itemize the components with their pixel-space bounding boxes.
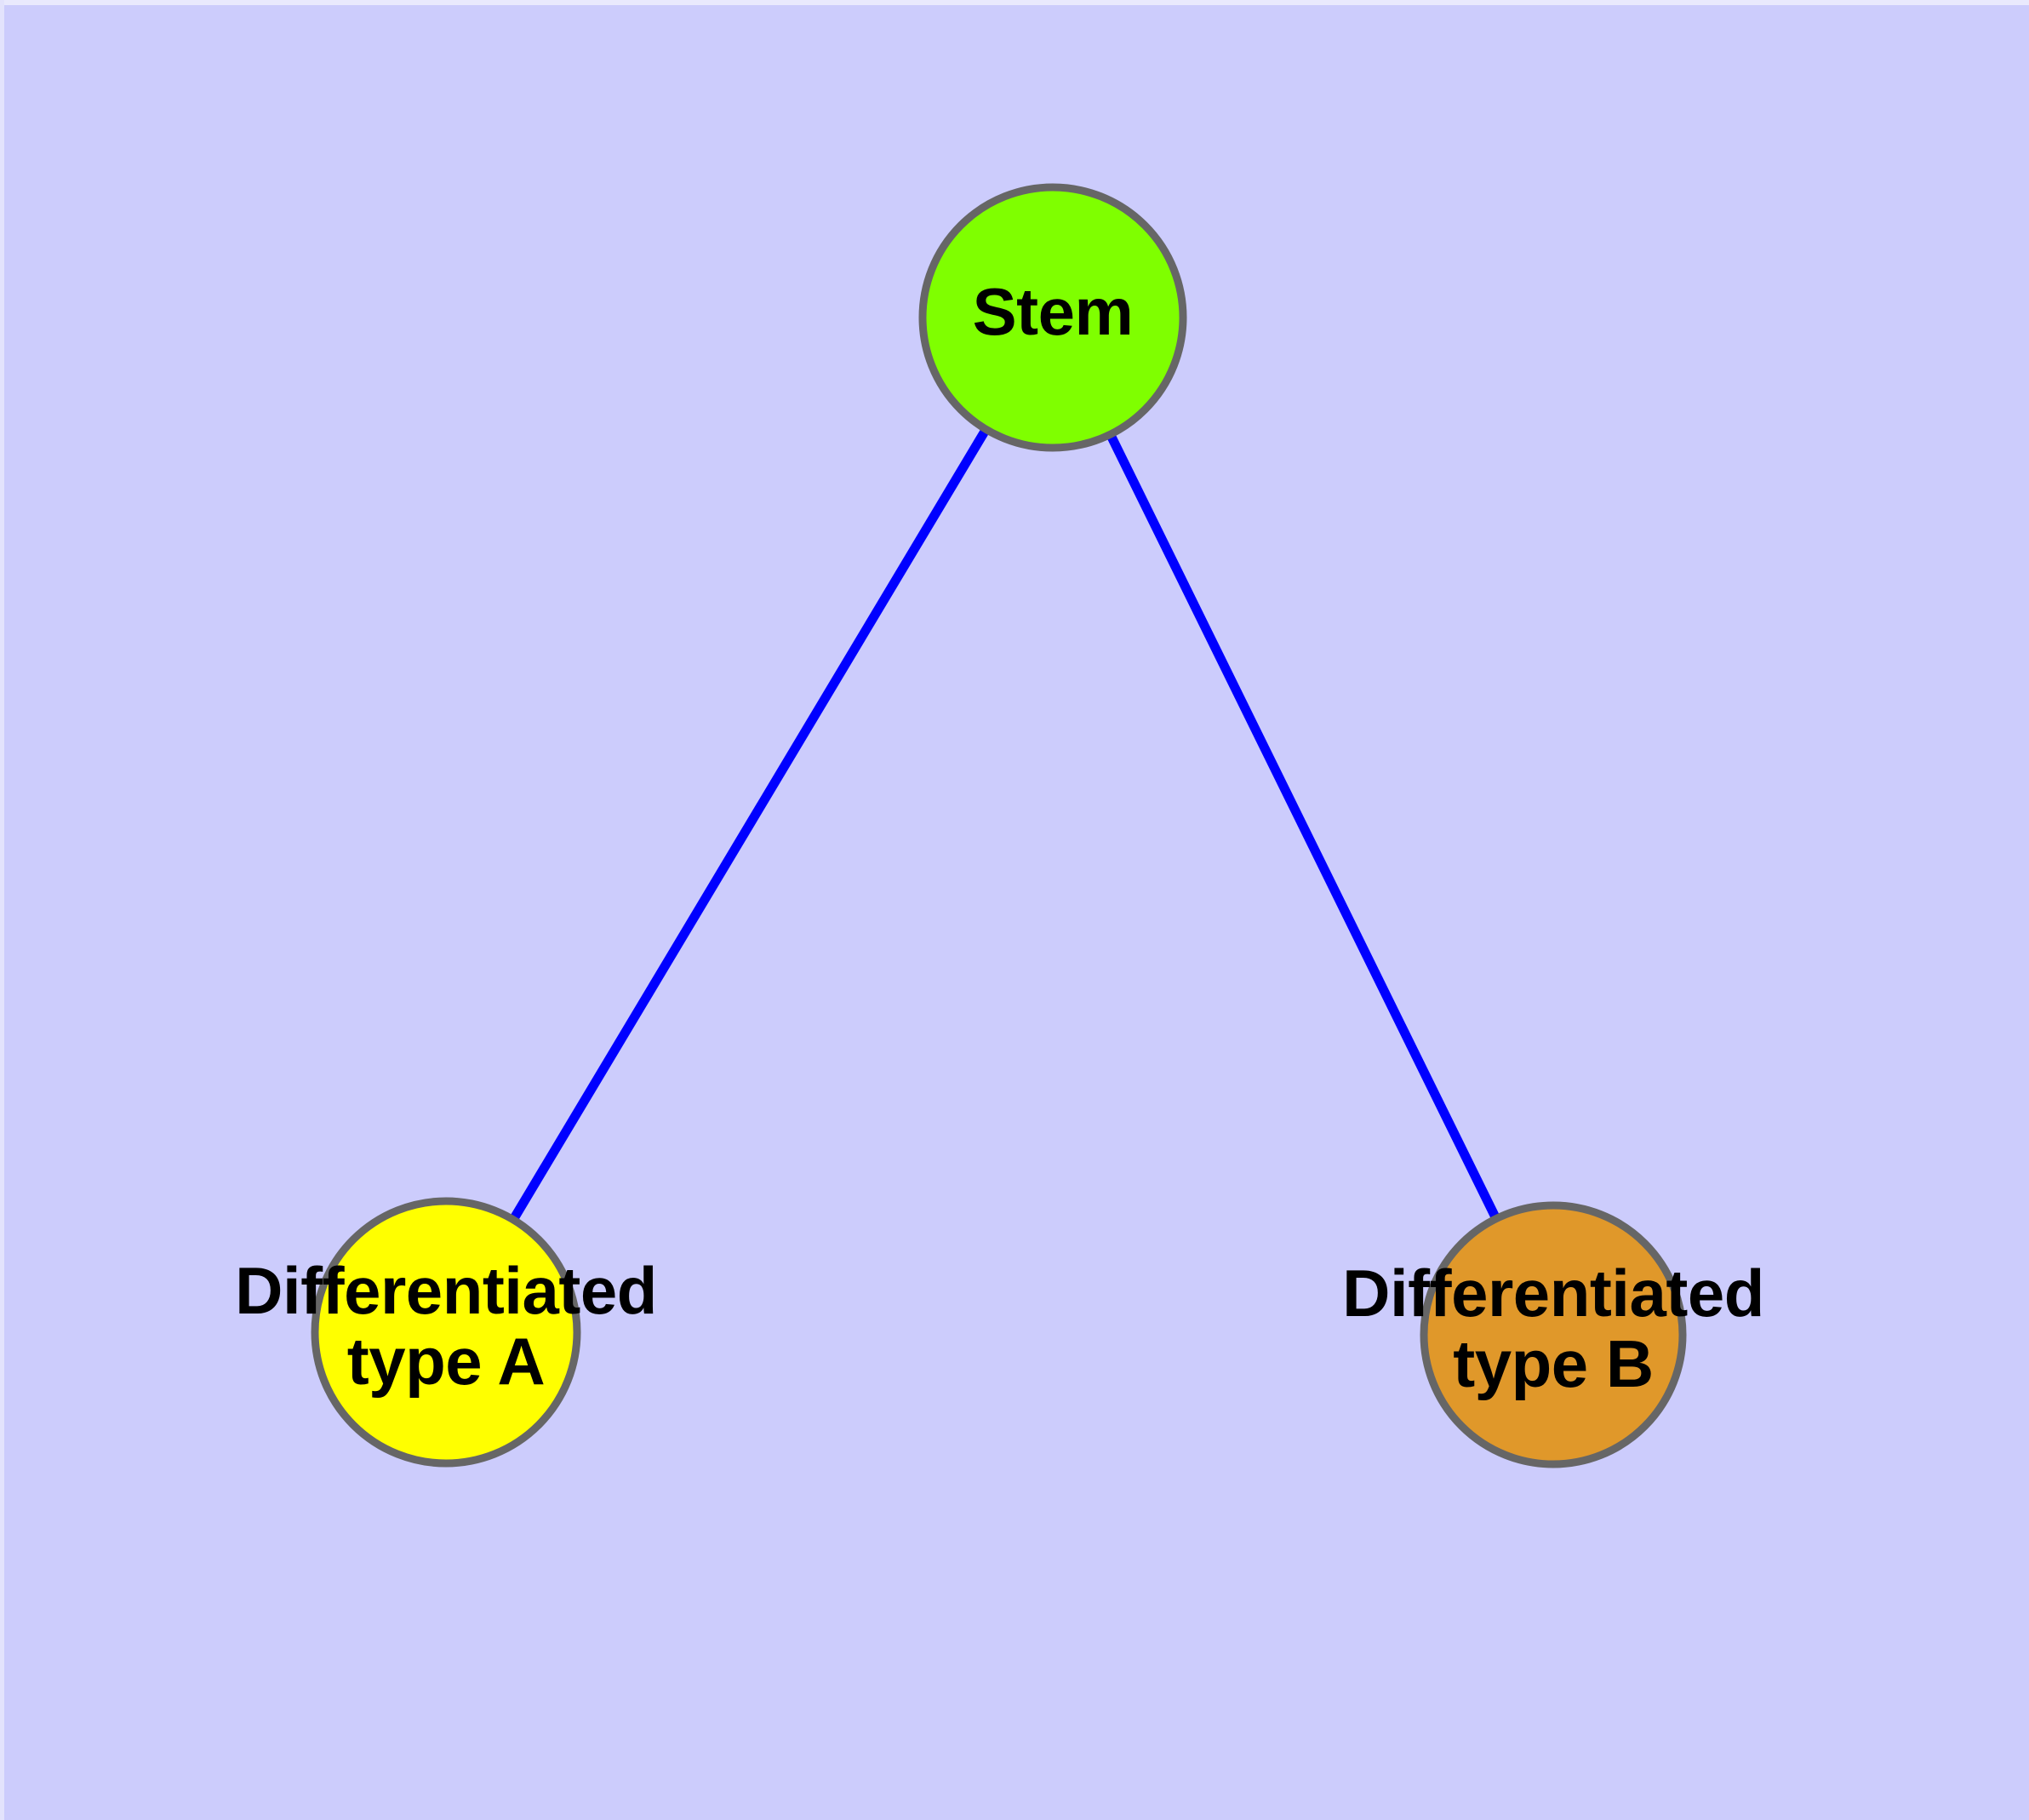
canvas-left-edge [0,0,4,1820]
graph-node-diff-b[interactable] [1420,1201,1687,1468]
graph-node-diff-a[interactable] [311,1197,581,1468]
graph-edge-stem-to-diff-b[interactable] [1106,433,1500,1220]
edge-layer [510,428,1500,1221]
canvas-top-edge [0,0,2029,5]
node-layer [311,183,1687,1468]
graph-edge-stem-to-diff-a[interactable] [510,428,990,1221]
graph-node-stem[interactable] [918,183,1187,452]
